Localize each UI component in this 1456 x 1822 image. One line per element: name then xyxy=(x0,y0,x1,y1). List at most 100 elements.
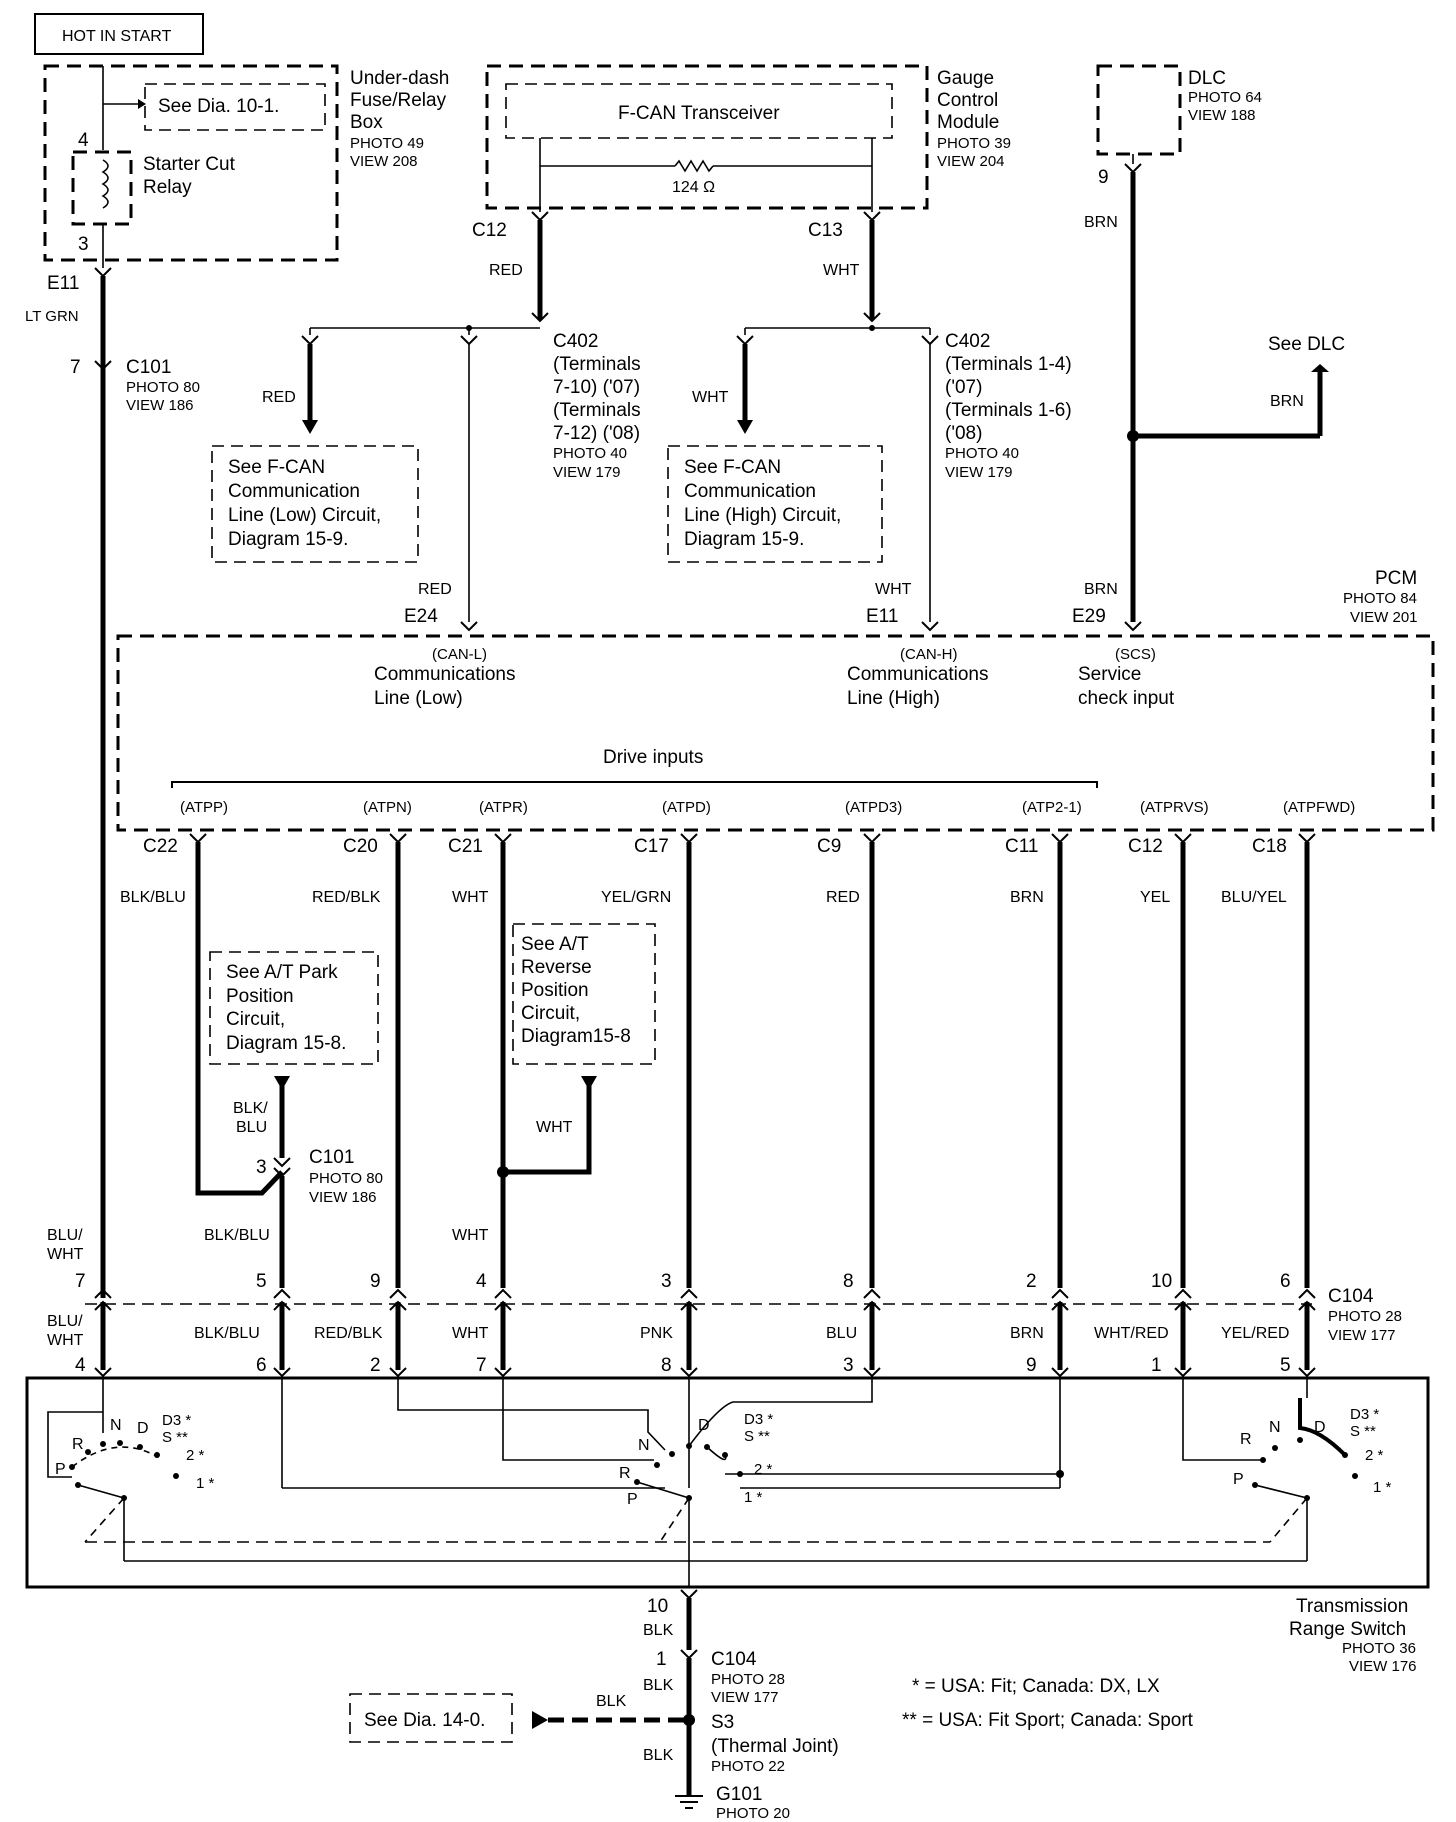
sw3-p: P xyxy=(1233,1471,1244,1488)
relay-label-2: Relay xyxy=(143,177,192,198)
sw3-d3: D3 * xyxy=(1350,1406,1379,1423)
sw1-s: S ** xyxy=(162,1429,188,1446)
c101-name: C101 xyxy=(126,357,171,378)
pcm-canh-1: Communications xyxy=(847,664,989,685)
pcm-canh-code: (CAN-H) xyxy=(900,646,958,663)
pcm-conn-2: C21 xyxy=(448,836,483,857)
c104-upper-pin-6: 2 xyxy=(1026,1271,1037,1292)
trs-pin-7: 1 xyxy=(1151,1355,1162,1376)
park-ref-4: Diagram 15-8. xyxy=(226,1033,346,1054)
gnd-pin-10: 10 xyxy=(647,1596,668,1617)
yel-red-lower: YEL/RED xyxy=(1221,1325,1289,1342)
c402a-line4: 7-12) ('08) xyxy=(553,423,640,444)
gnd-photo22: PHOTO 22 xyxy=(711,1758,785,1775)
sw2-d: D xyxy=(698,1417,710,1434)
fuse-box-title-2: Fuse/Relay xyxy=(350,90,447,111)
c104-upper-mark-7 xyxy=(1174,1288,1192,1299)
pcm-wire-color-5: BRN xyxy=(1010,889,1044,906)
dlc-photo: PHOTO 64 xyxy=(1188,89,1262,106)
lt-grn-label: LT GRN xyxy=(25,308,79,325)
blk-blu-lower: BLK/BLU xyxy=(194,1325,260,1342)
trs-photo: PHOTO 36 xyxy=(1342,1640,1416,1657)
pcm-pin-mark-4 xyxy=(863,833,881,844)
relay-pin-3: 3 xyxy=(78,234,89,255)
brn-dlc-label: BRN xyxy=(1084,214,1118,231)
c402b-line4: ('08) xyxy=(945,423,982,444)
fcan-transceiver xyxy=(505,83,893,139)
sw1-d: D xyxy=(137,1420,149,1437)
pcm-photo: PHOTO 84 xyxy=(1343,590,1417,607)
pcm-pin-mark-5 xyxy=(1051,833,1069,844)
c104-upper-mark-1 xyxy=(273,1288,291,1299)
pcm-signal-3: (ATPD) xyxy=(662,799,711,816)
pcm-canl-code: (CAN-L) xyxy=(432,646,487,663)
wht-red-lower: WHT/RED xyxy=(1094,1325,1169,1342)
pcm-wire-color-2: WHT xyxy=(452,889,489,906)
c402b-view: VIEW 179 xyxy=(945,464,1013,481)
switch-internal-wiring: P R N D D3 * S ** 2 * 1 * N D xyxy=(47,1398,1392,1587)
fcan-low-2: Communication xyxy=(228,481,360,502)
sw3-d: D xyxy=(1314,1419,1326,1436)
e11-pcm-label: E11 xyxy=(866,606,898,627)
gnd-thermal: (Thermal Joint) xyxy=(711,1736,839,1757)
pcm-conn-4: C9 xyxy=(817,836,841,857)
fcan-high-3: Line (High) Circuit, xyxy=(684,505,841,526)
fcan-low-4: Diagram 15-9. xyxy=(228,529,348,550)
e29-label: E29 xyxy=(1072,606,1106,627)
pcm-conn-0: C22 xyxy=(143,836,178,857)
atpp-wire-route xyxy=(195,842,284,1196)
pcm-box xyxy=(116,634,1435,832)
c101-pin-7: 7 xyxy=(70,357,81,378)
c101b-view: VIEW 186 xyxy=(309,1189,377,1206)
c402b-line3: (Terminals 1-6) xyxy=(945,400,1072,421)
pcm-canl-2: Line (Low) xyxy=(374,688,463,709)
resistor-value: 124 Ω xyxy=(672,179,715,196)
pcm-wire-color-6: YEL xyxy=(1140,889,1170,906)
trs-view: VIEW 176 xyxy=(1349,1658,1417,1675)
trs-pin-8: 5 xyxy=(1280,1355,1291,1376)
fuse-box-title-3: Box xyxy=(350,112,383,133)
fcan-low-ref xyxy=(211,445,419,563)
gauge-title-1: Gauge xyxy=(937,68,994,89)
pcm-wire-color-0: BLK/BLU xyxy=(120,889,186,906)
fcan-high-4: Diagram 15-9. xyxy=(684,529,804,550)
c101b-name: C101 xyxy=(309,1147,354,1168)
sw2-2: 2 * xyxy=(754,1461,773,1478)
drive-inputs-label: Drive inputs xyxy=(603,747,703,768)
pcm-wire-color-1: RED/BLK xyxy=(312,889,381,906)
gnd-blk-3: BLK xyxy=(596,1693,627,1710)
c104-upper-pin-0: 7 xyxy=(75,1271,86,1292)
c402a-photo: PHOTO 40 xyxy=(553,445,627,462)
pcm-canh-2: Line (High) xyxy=(847,688,940,709)
dlc-pin-9: 9 xyxy=(1098,167,1109,188)
note-1: * = USA: Fit; Canada: DX, LX xyxy=(912,1676,1160,1697)
pcm-conn-5: C11 xyxy=(1005,836,1038,857)
wht-lower: WHT xyxy=(452,1325,489,1342)
c104-name: C104 xyxy=(1328,1286,1374,1307)
c402b-line2: ('07) xyxy=(945,377,982,398)
sw3-r: R xyxy=(1240,1431,1252,1448)
c104-upper-mark-5 xyxy=(863,1288,881,1299)
resistor-symbol xyxy=(674,159,714,173)
fcan-transceiver-label: F-CAN Transceiver xyxy=(618,103,780,124)
gnd-blk-1: BLK xyxy=(643,1622,674,1639)
gauge-title-3: Module xyxy=(937,112,999,133)
c12-gauge-label: C12 xyxy=(472,220,507,241)
pcm-signal-5: (ATP2-1) xyxy=(1022,799,1082,816)
gnd-pin-1: 1 xyxy=(656,1649,667,1670)
pcm-conn-3: C17 xyxy=(634,836,669,857)
gnd-c104-view: VIEW 177 xyxy=(711,1689,779,1706)
pcm-scs-code: (SCS) xyxy=(1115,646,1156,663)
pcm-view: VIEW 201 xyxy=(1350,609,1418,626)
starter-cut-relay xyxy=(71,150,133,226)
pcm-signal-2: (ATPR) xyxy=(479,799,528,816)
c402a-view: VIEW 179 xyxy=(553,464,621,481)
sw3-n: N xyxy=(1269,1419,1281,1436)
c104-upper-pin-4: 3 xyxy=(661,1271,672,1292)
pcm-pin-mark-6 xyxy=(1174,833,1192,844)
pcm-conn-1: C20 xyxy=(343,836,378,857)
c104-photo: PHOTO 28 xyxy=(1328,1308,1402,1325)
